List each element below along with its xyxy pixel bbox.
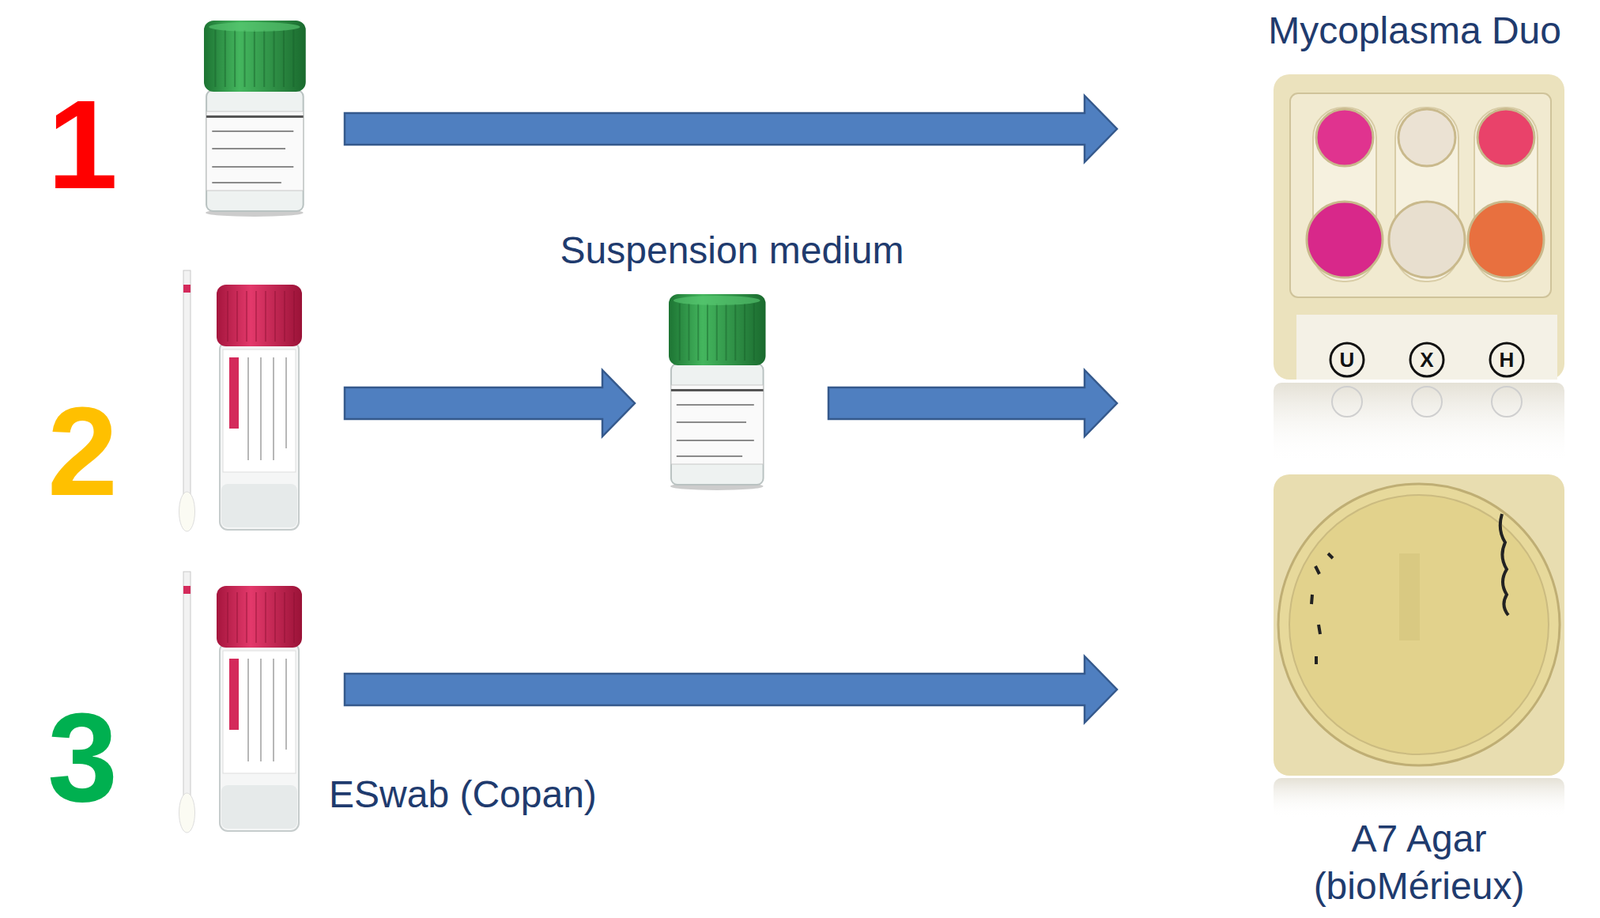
well-letter: U [1331, 347, 1363, 372]
agar-plate [1273, 474, 1565, 818]
agar-plate: A7 Agar (bioMérieux) [1116, 470, 1587, 918]
suspension-vial: Suspension medium [634, 292, 829, 495]
row-number: 1 [47, 81, 118, 208]
well-letter: X [1411, 347, 1443, 372]
row-number: 2 [47, 388, 118, 515]
swab-label: ESwab (Copan) [328, 772, 597, 817]
row-number: 3 [47, 694, 118, 821]
swab-tube: 2 [31, 264, 345, 538]
vial-picture [668, 294, 767, 491]
source-vial: 1 [31, 15, 345, 230]
well-letter: H [1490, 347, 1523, 372]
block-arrow [344, 369, 635, 437]
vial-title: Suspension medium [534, 228, 930, 273]
swab-picture [179, 270, 303, 532]
vial-picture [203, 20, 306, 217]
swab-picture [179, 571, 303, 833]
plate-caption: A7 Agar (bioMérieux) [1252, 815, 1585, 910]
plate-title: Mycoplasma Duo [1196, 8, 1562, 53]
culture-plate: Mycoplasma DuoU X H [1116, 0, 1574, 467]
block-arrow [344, 95, 1117, 163]
block-arrow [344, 656, 1117, 723]
mycoplasma-plate [1273, 74, 1565, 465]
swab-tube: 3ESwab (Copan) [31, 565, 345, 838]
block-arrow [828, 369, 1117, 437]
